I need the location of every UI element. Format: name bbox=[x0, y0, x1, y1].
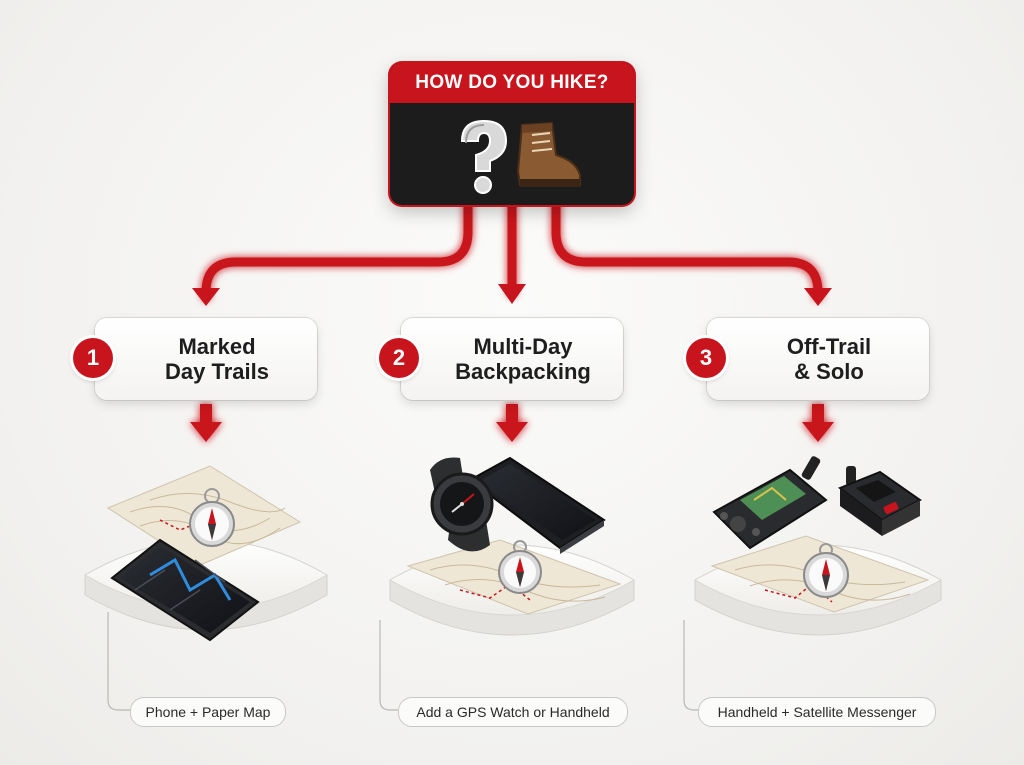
arrow-down-3 bbox=[802, 404, 834, 442]
caption-leaders bbox=[107, 612, 698, 711]
connector-right bbox=[551, 200, 823, 301]
gps-watch-icon bbox=[430, 457, 494, 552]
hiking-boot-icon bbox=[516, 121, 581, 187]
option-title-line1: Off-Trail bbox=[786, 334, 872, 359]
caption-option-2: Add a GPS Watch or Handheld bbox=[398, 697, 628, 727]
compass-icon bbox=[803, 543, 849, 598]
step-badge-2: 2 bbox=[379, 338, 419, 378]
question-card: HOW DO YOU HIKE? bbox=[390, 63, 634, 205]
smartphone-icon bbox=[110, 538, 260, 642]
arrowheads-top bbox=[192, 284, 832, 306]
satellite-messenger-icon bbox=[837, 466, 922, 536]
option-title-2: Multi-Day Backpacking bbox=[433, 334, 591, 384]
option-title-line2: & Solo bbox=[794, 359, 864, 384]
arrow-down-1 bbox=[190, 404, 222, 442]
step-badge-3: 3 bbox=[686, 338, 726, 378]
handheld-gps-icon bbox=[712, 456, 828, 550]
step-badge-1: 1 bbox=[73, 338, 113, 378]
compass-icon bbox=[189, 488, 235, 547]
option-title-line2: Day Trails bbox=[165, 359, 269, 384]
option-title-line2: Backpacking bbox=[455, 359, 591, 384]
caption-option-1: Phone + Paper Map bbox=[130, 697, 286, 727]
option-card-3[interactable]: Off-Trail & Solo bbox=[707, 318, 929, 400]
compass-icon bbox=[498, 540, 542, 594]
option-card-2[interactable]: Multi-Day Backpacking bbox=[401, 318, 623, 400]
option-title-line1: Marked bbox=[178, 334, 256, 359]
question-icons bbox=[460, 119, 581, 194]
option-title-3: Off-Trail & Solo bbox=[765, 334, 871, 384]
option-title-line1: Multi-Day bbox=[473, 334, 573, 359]
arrows-down bbox=[190, 404, 834, 442]
connector-arrows bbox=[201, 200, 823, 301]
option-card-1[interactable]: Marked Day Trails bbox=[95, 318, 317, 400]
gear-set-1 bbox=[106, 465, 302, 642]
gear-set-3 bbox=[710, 456, 930, 613]
connector-left bbox=[201, 200, 473, 301]
question-mark-icon bbox=[460, 119, 508, 194]
smartphone-icon bbox=[468, 456, 606, 554]
caption-option-3: Handheld + Satellite Messenger bbox=[698, 697, 936, 727]
gear-set-2 bbox=[406, 456, 622, 615]
option-title-1: Marked Day Trails bbox=[143, 334, 269, 384]
arrow-down-2 bbox=[496, 404, 528, 442]
question-title: HOW DO YOU HIKE? bbox=[390, 63, 634, 103]
